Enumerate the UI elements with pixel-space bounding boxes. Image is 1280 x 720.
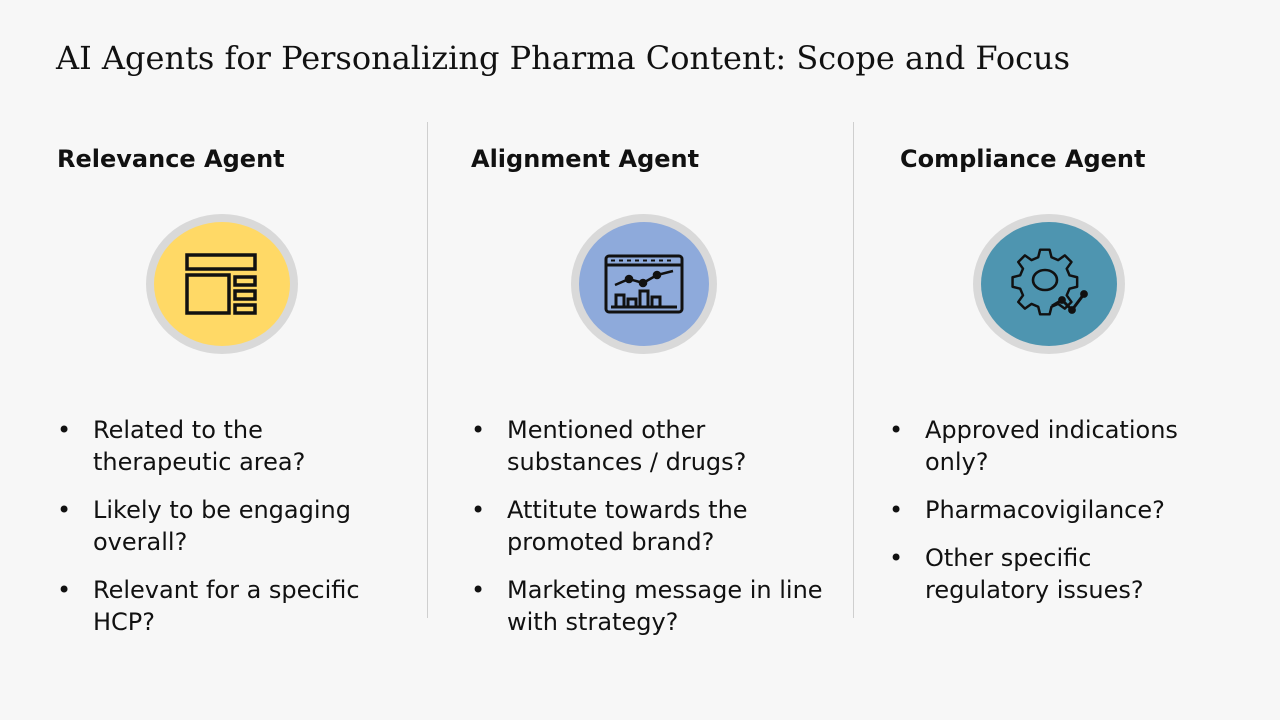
relevance-agent-bullets: Related to the therapeutic area? Likely … bbox=[57, 414, 387, 654]
list-item: Relevant for a specific HCP? bbox=[57, 574, 387, 638]
relevance-agent-icon-disc bbox=[154, 222, 290, 346]
gear-check-icon bbox=[1011, 248, 1088, 316]
list-item: Other specific regulatory issues? bbox=[889, 542, 1219, 606]
relevance-agent-heading: Relevance Agent bbox=[57, 145, 285, 173]
list-item: Pharmacovigilance? bbox=[889, 494, 1219, 526]
list-item: Likely to be engaging overall? bbox=[57, 494, 387, 558]
compliance-agent-heading: Compliance Agent bbox=[900, 145, 1146, 173]
layout-dashboard-icon bbox=[185, 253, 257, 315]
compliance-agent-bullets: Approved indications only? Pharmacovigil… bbox=[889, 414, 1219, 622]
alignment-agent-column: Alignment Agent bbox=[471, 0, 831, 720]
list-item: Attitute towards the promoted brand? bbox=[471, 494, 831, 558]
alignment-agent-icon-disc bbox=[579, 222, 709, 346]
list-item: Approved indications only? bbox=[889, 414, 1219, 478]
alignment-agent-heading: Alignment Agent bbox=[471, 145, 700, 173]
list-item: Related to the therapeutic area? bbox=[57, 414, 387, 478]
column-divider-2 bbox=[853, 122, 854, 618]
relevance-agent-icon-ring bbox=[146, 214, 298, 354]
compliance-agent-icon-disc bbox=[981, 222, 1117, 346]
column-divider-1 bbox=[427, 122, 428, 618]
alignment-agent-icon-ring bbox=[571, 214, 717, 354]
list-item: Mentioned other substances / drugs? bbox=[471, 414, 831, 478]
analytics-chart-icon bbox=[604, 254, 684, 314]
alignment-agent-bullets: Mentioned other substances / drugs? Atti… bbox=[471, 414, 831, 654]
slide-title: AI Agents for Personalizing Pharma Conte… bbox=[56, 39, 1071, 77]
compliance-agent-column: Compliance Agent Approved indications on… bbox=[889, 0, 1229, 720]
list-item: Marketing message in line with strategy? bbox=[471, 574, 831, 638]
relevance-agent-column: Relevance Agent Related to the therapeut… bbox=[57, 0, 397, 720]
compliance-agent-icon-ring bbox=[973, 214, 1125, 354]
